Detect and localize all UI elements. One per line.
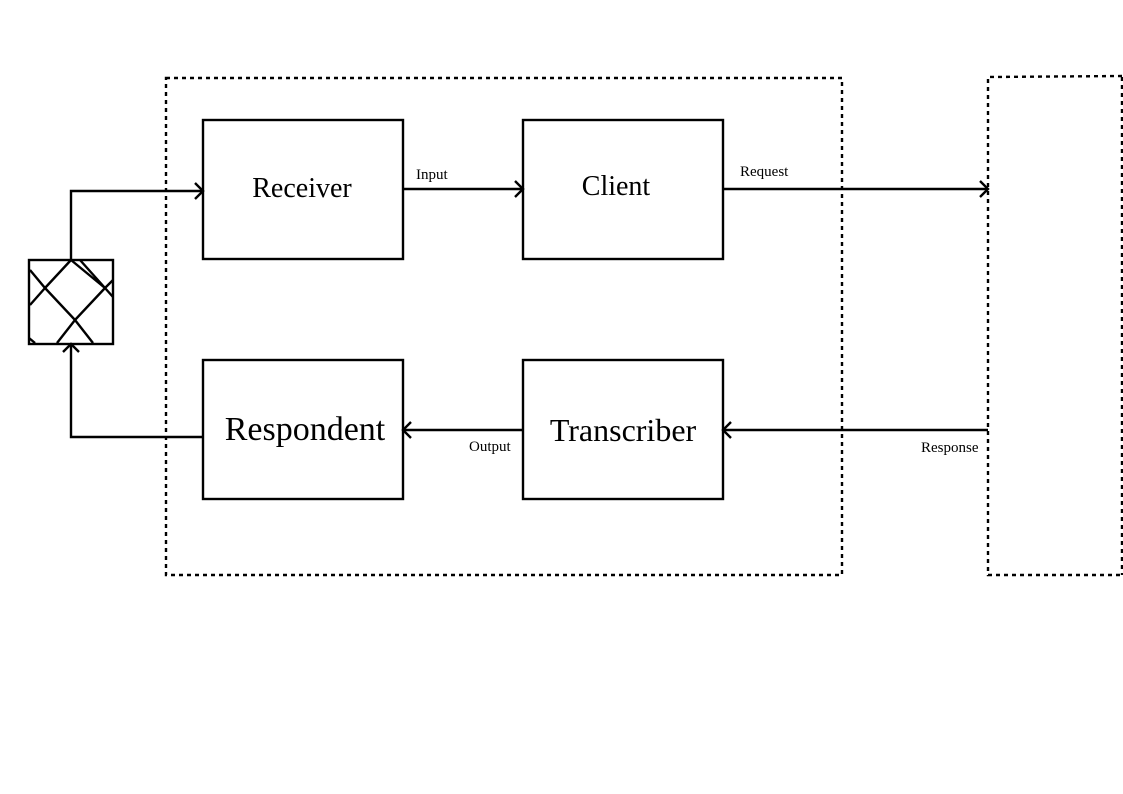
- receiver-arrowhead: [194, 182, 205, 200]
- transcriber-node[interactable]: Transcriber: [521, 358, 725, 501]
- respondent-to-source-connector: [62, 342, 203, 439]
- request-arrowhead: [979, 180, 990, 198]
- receiver-node[interactable]: Receiver: [201, 118, 405, 261]
- output-label: Output: [469, 439, 512, 455]
- output-edge: Output: [401, 421, 523, 455]
- request-edge: Request: [723, 164, 990, 198]
- source-to-receiver-connector: [69, 182, 205, 260]
- source-arrowhead: [62, 342, 80, 353]
- input-edge: Input: [403, 167, 525, 198]
- request-label: Request: [740, 164, 789, 180]
- output-arrowhead: [401, 421, 412, 439]
- response-label: Response: [921, 440, 979, 456]
- hatched-source-icon: [27, 258, 115, 346]
- input-arrowhead: [514, 180, 525, 198]
- client-label: Client: [582, 171, 651, 202]
- respondent-label: Respondent: [225, 411, 386, 448]
- receiver-label: Receiver: [252, 173, 352, 204]
- response-arrowhead: [721, 421, 732, 439]
- external-boundary: [986, 74, 1123, 577]
- client-node[interactable]: Client: [521, 118, 725, 261]
- respondent-node[interactable]: Respondent: [201, 358, 405, 501]
- response-edge: Response: [721, 421, 988, 456]
- system-boundary: [164, 76, 844, 577]
- transcriber-label: Transcriber: [550, 412, 697, 448]
- input-label: Input: [416, 167, 448, 183]
